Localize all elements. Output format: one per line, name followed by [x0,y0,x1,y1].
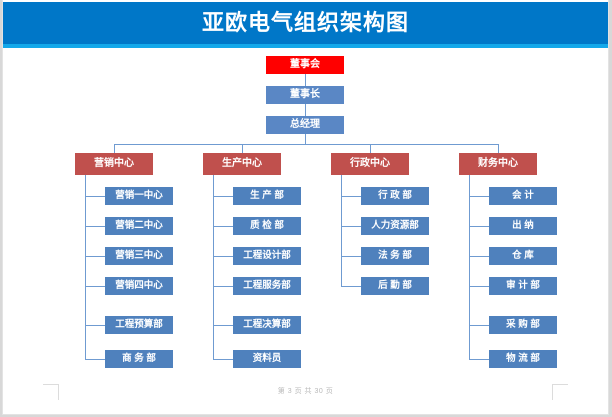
org-chart: 董事会 董事长 总经理 营销中心 营销一中心 营销二中心 营销三中心 营销四中心… [3,48,608,368]
node-accounting[interactable]: 会 计 [489,187,557,205]
stub-marketing-3 [85,256,105,257]
stub-admin-3 [341,256,361,257]
stub-finance-4 [469,286,489,287]
page-title: 亚欧电气组织架构图 [201,10,409,35]
node-audit-dept[interactable]: 审 计 部 [489,277,557,295]
connector-drop-production [242,144,243,153]
node-marketing-unit-2[interactable]: 营销二中心 [105,217,173,235]
node-engineering-settlement-dept[interactable]: 工程决算部 [233,316,301,334]
stub-marketing-2 [85,226,105,227]
stub-production-2 [213,226,233,227]
node-marketing-center[interactable]: 营销中心 [75,153,153,175]
stub-admin-4 [341,286,361,287]
node-engineering-service-dept[interactable]: 工程服务部 [233,277,301,295]
node-document-clerk[interactable]: 资料员 [233,350,301,368]
connector-drop-admin [370,144,371,153]
crop-mark-bottom-right [552,384,568,400]
stub-finance-6 [469,359,489,360]
node-finance-center[interactable]: 财务中心 [459,153,537,175]
node-logistics-dept[interactable]: 物 流 部 [489,350,557,368]
node-marketing-unit-4[interactable]: 营销四中心 [105,277,173,295]
stub-marketing-6 [85,359,105,360]
node-marketing-unit-1[interactable]: 营销一中心 [105,187,173,205]
stub-production-1 [213,196,233,197]
stub-finance-5 [469,325,489,326]
connector-drop-marketing [114,144,115,153]
node-quality-inspection-dept[interactable]: 质 检 部 [233,217,301,235]
node-engineering-budget-dept[interactable]: 工程预算部 [105,316,173,334]
stub-production-4 [213,286,233,287]
node-production-center[interactable]: 生产中心 [203,153,281,175]
stub-admin-2 [341,226,361,227]
connector-root-to-chairman [305,74,306,86]
node-general-manager[interactable]: 总经理 [266,116,344,134]
connector-chairman-to-gm [305,104,306,116]
node-production-dept[interactable]: 生 产 部 [233,187,301,205]
node-board-of-directors[interactable]: 董事会 [266,56,344,74]
connector-centers-bus [114,144,498,145]
stub-finance-2 [469,226,489,227]
node-marketing-unit-3[interactable]: 营销三中心 [105,247,173,265]
connector-drop-finance [498,144,499,153]
stub-marketing-1 [85,196,105,197]
stub-production-3 [213,256,233,257]
connector-gm-drop [305,134,306,144]
node-administration-center[interactable]: 行政中心 [331,153,409,175]
stub-finance-1 [469,196,489,197]
node-warehouse[interactable]: 仓 库 [489,247,557,265]
stub-production-5 [213,325,233,326]
node-human-resources-dept[interactable]: 人力资源部 [361,217,429,235]
stub-admin-1 [341,196,361,197]
banner-underline [3,44,608,48]
stub-finance-3 [469,256,489,257]
spine-production [213,175,214,359]
title-banner: 亚欧电气组织架构图 [3,2,608,44]
crop-mark-bottom-left [43,384,59,400]
node-legal-affairs-dept[interactable]: 法 务 部 [361,247,429,265]
node-cashier[interactable]: 出 纳 [489,217,557,235]
stub-production-6 [213,359,233,360]
spine-administration [341,175,342,286]
node-administration-dept[interactable]: 行 政 部 [361,187,429,205]
stub-marketing-4 [85,286,105,287]
node-logistics-support-dept[interactable]: 后 勤 部 [361,277,429,295]
node-business-dept[interactable]: 商 务 部 [105,350,173,368]
spine-marketing [85,175,86,359]
node-procurement-dept[interactable]: 采 购 部 [489,316,557,334]
document-page: 亚欧电气组织架构图 董事会 董事长 总经理 营销中心 营销一中心 营销二中心 营… [3,0,608,414]
spine-finance [469,175,470,359]
stub-marketing-5 [85,325,105,326]
node-chairman[interactable]: 董事长 [266,86,344,104]
page-footer: 第 3 页 共 30 页 [277,388,334,395]
node-engineering-design-dept[interactable]: 工程设计部 [233,247,301,265]
